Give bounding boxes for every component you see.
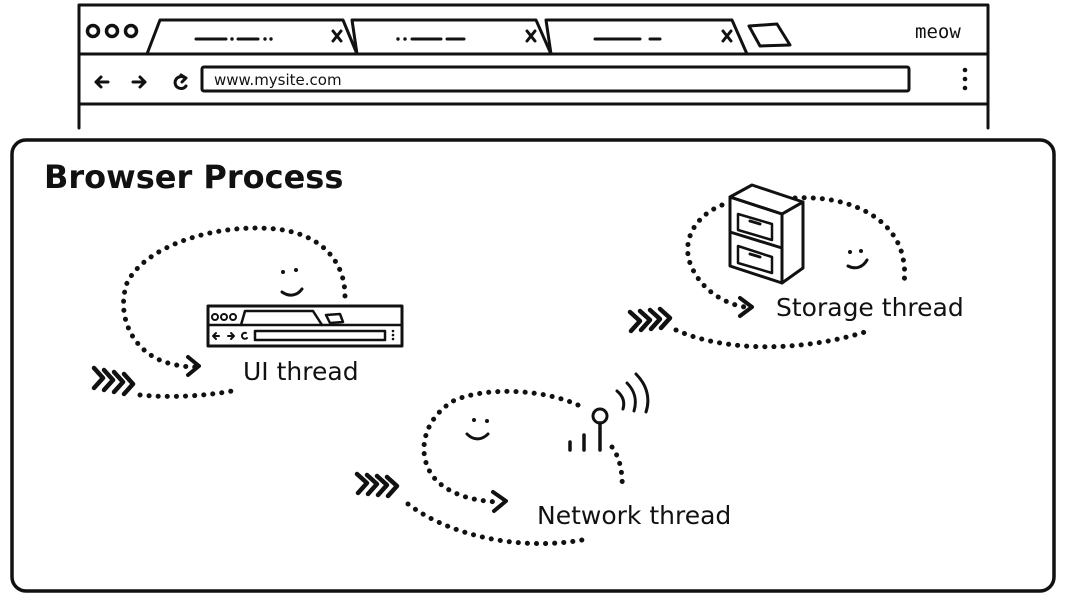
antenna-signal-icon: [568, 372, 650, 452]
mini-browser-icon: [206, 304, 404, 348]
browser-brand-label: meow: [915, 21, 961, 43]
filing-cabinet-icon: [728, 183, 805, 285]
window-controls[interactable]: [85, 23, 139, 39]
back-arrow-icon[interactable]: [94, 75, 110, 89]
reload-icon[interactable]: [173, 73, 188, 91]
browser-tab[interactable]: [544, 18, 749, 56]
tab-close-icon[interactable]: [721, 29, 733, 43]
smiley-face-icon: [280, 268, 304, 297]
ui-thread-label: UI thread: [243, 357, 359, 386]
browser-tab[interactable]: [350, 18, 553, 56]
chevrons-icon: [354, 471, 400, 499]
address-bar[interactable]: www.mysite.com: [200, 65, 911, 93]
tab-close-icon[interactable]: [331, 29, 343, 43]
address-url: www.mysite.com: [214, 71, 342, 89]
chevrons-icon: [91, 365, 136, 397]
browser-process-panel: Browser Process: [10, 138, 1056, 593]
ui-thread: UI thread: [91, 225, 404, 399]
browser-window: meow www.mysite.com: [77, 3, 990, 130]
chevrons-icon: [627, 306, 673, 334]
smiley-face-icon: [846, 249, 869, 270]
tab-close-icon[interactable]: [525, 29, 537, 43]
browser-tab[interactable]: [145, 18, 359, 56]
storage-thread-label: Storage thread: [776, 293, 964, 322]
new-tab-button[interactable]: [747, 22, 792, 48]
menu-kebab-icon[interactable]: [962, 67, 968, 91]
network-thread: Network thread: [354, 372, 731, 547]
panel-title: Browser Process: [44, 158, 343, 196]
network-thread-label: Network thread: [537, 501, 731, 530]
storage-thread: Storage thread: [627, 183, 964, 350]
smiley-face-icon: [465, 418, 490, 441]
forward-arrow-icon[interactable]: [131, 75, 147, 89]
